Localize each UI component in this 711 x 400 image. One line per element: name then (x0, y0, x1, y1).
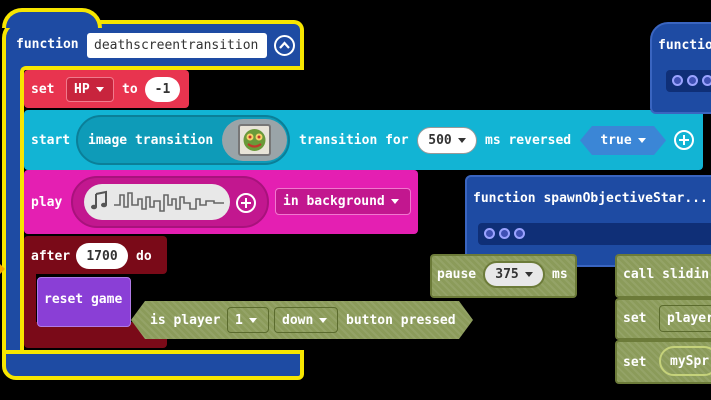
hp-value-field[interactable]: -1 (145, 77, 180, 102)
function-hat (2, 8, 102, 28)
add-parameter-button[interactable] (674, 130, 694, 150)
function-name-text: deathscreentransition (94, 38, 259, 53)
player-number-dropdown[interactable]: 1 (227, 307, 269, 333)
dot-icon (484, 228, 495, 239)
set-keyword: set (31, 82, 55, 97)
pause-unit: ms (552, 267, 568, 282)
sprite-variable-name: mySpr (670, 353, 710, 369)
thumbnail-frame (238, 124, 271, 156)
function-deathscreentransition-block[interactable] (2, 8, 304, 380)
reset-game-block[interactable] (37, 277, 131, 327)
transition-for-label: transition for (299, 133, 409, 148)
after-block-body (24, 272, 36, 324)
variable-dropdown[interactable]: HP (66, 77, 114, 102)
set-label-1: set (623, 311, 647, 326)
image-transition-label: image transition (88, 133, 214, 148)
add-sound-button[interactable] (236, 193, 256, 213)
waveform-icon (114, 192, 224, 212)
function-keyword: function (16, 37, 79, 52)
after-ms-field[interactable]: 1700 (76, 243, 128, 269)
dot-icon (672, 75, 683, 86)
play-keyword: play (31, 195, 63, 210)
function-name-field[interactable]: deathscreentransition (87, 33, 267, 58)
after-keyword: after (31, 249, 71, 264)
button-dropdown[interactable]: down (274, 307, 338, 333)
function-keyword-top-right: functio (658, 38, 711, 53)
caret-down-icon (638, 138, 646, 143)
melody-field[interactable] (84, 184, 230, 220)
function-inner-outline (20, 66, 304, 356)
player-variable-dropdown[interactable]: player (659, 305, 711, 332)
param-bar-spawn (478, 223, 711, 245)
caret-down-icon (524, 272, 533, 277)
start-keyword: start (31, 133, 71, 148)
caret-down-icon (248, 317, 257, 323)
chevron-up-icon (279, 41, 290, 49)
function-spine (2, 66, 24, 354)
pause-keyword: pause (437, 267, 477, 282)
call-block-partial[interactable] (615, 254, 711, 298)
ms-reversed-label: ms reversed (485, 133, 572, 148)
do-keyword: do (136, 249, 152, 264)
play-mode-value: in background (283, 194, 385, 209)
player-number: 1 (235, 312, 243, 328)
reversed-value: true (600, 133, 632, 148)
play-mode-dropdown[interactable]: in background (275, 188, 411, 215)
call-label: call slidin (623, 267, 710, 282)
param-dots-spawn[interactable] (484, 228, 525, 239)
function-spawn-block[interactable] (465, 175, 711, 267)
caret-down-icon (319, 317, 328, 323)
to-keyword: to (122, 82, 138, 97)
pause-duration-value: 375 (495, 267, 519, 282)
is-player-label: is player (150, 313, 221, 328)
hp-value: -1 (154, 82, 171, 97)
dot-icon (514, 228, 525, 239)
function-footer (2, 350, 304, 380)
image-thumbnail[interactable] (222, 119, 287, 161)
variable-name: HP (74, 82, 90, 97)
pause-duration-dropdown[interactable]: 375 (483, 261, 545, 288)
param-dots-top-right[interactable] (672, 75, 711, 86)
reversed-boolean-dropdown[interactable]: true (580, 126, 666, 155)
caret-down-icon (390, 199, 399, 204)
dot-icon (687, 75, 698, 86)
collapse-button[interactable] (274, 35, 295, 56)
function-block-top-right[interactable] (650, 22, 711, 114)
dot-icon (702, 75, 711, 86)
dot-icon (499, 228, 510, 239)
sprite-variable-reporter[interactable]: mySpr (659, 346, 711, 376)
caret-down-icon (95, 87, 104, 92)
function-spawn-label: function spawnObjectiveStar... (473, 191, 708, 206)
after-ms-value: 1700 (86, 248, 118, 264)
reset-game-label: reset game (44, 292, 123, 307)
button-pressed-label: button pressed (346, 313, 456, 328)
caret-down-icon (457, 138, 466, 143)
music-note-icon (91, 190, 107, 210)
player-variable-name: player (667, 311, 711, 326)
set-label-2: set (623, 355, 647, 370)
duration-value: 500 (428, 133, 452, 148)
button-name: down (282, 312, 314, 328)
duration-dropdown[interactable]: 500 (417, 127, 477, 154)
sprite-face-icon (243, 129, 266, 151)
connection-marker (0, 264, 5, 274)
